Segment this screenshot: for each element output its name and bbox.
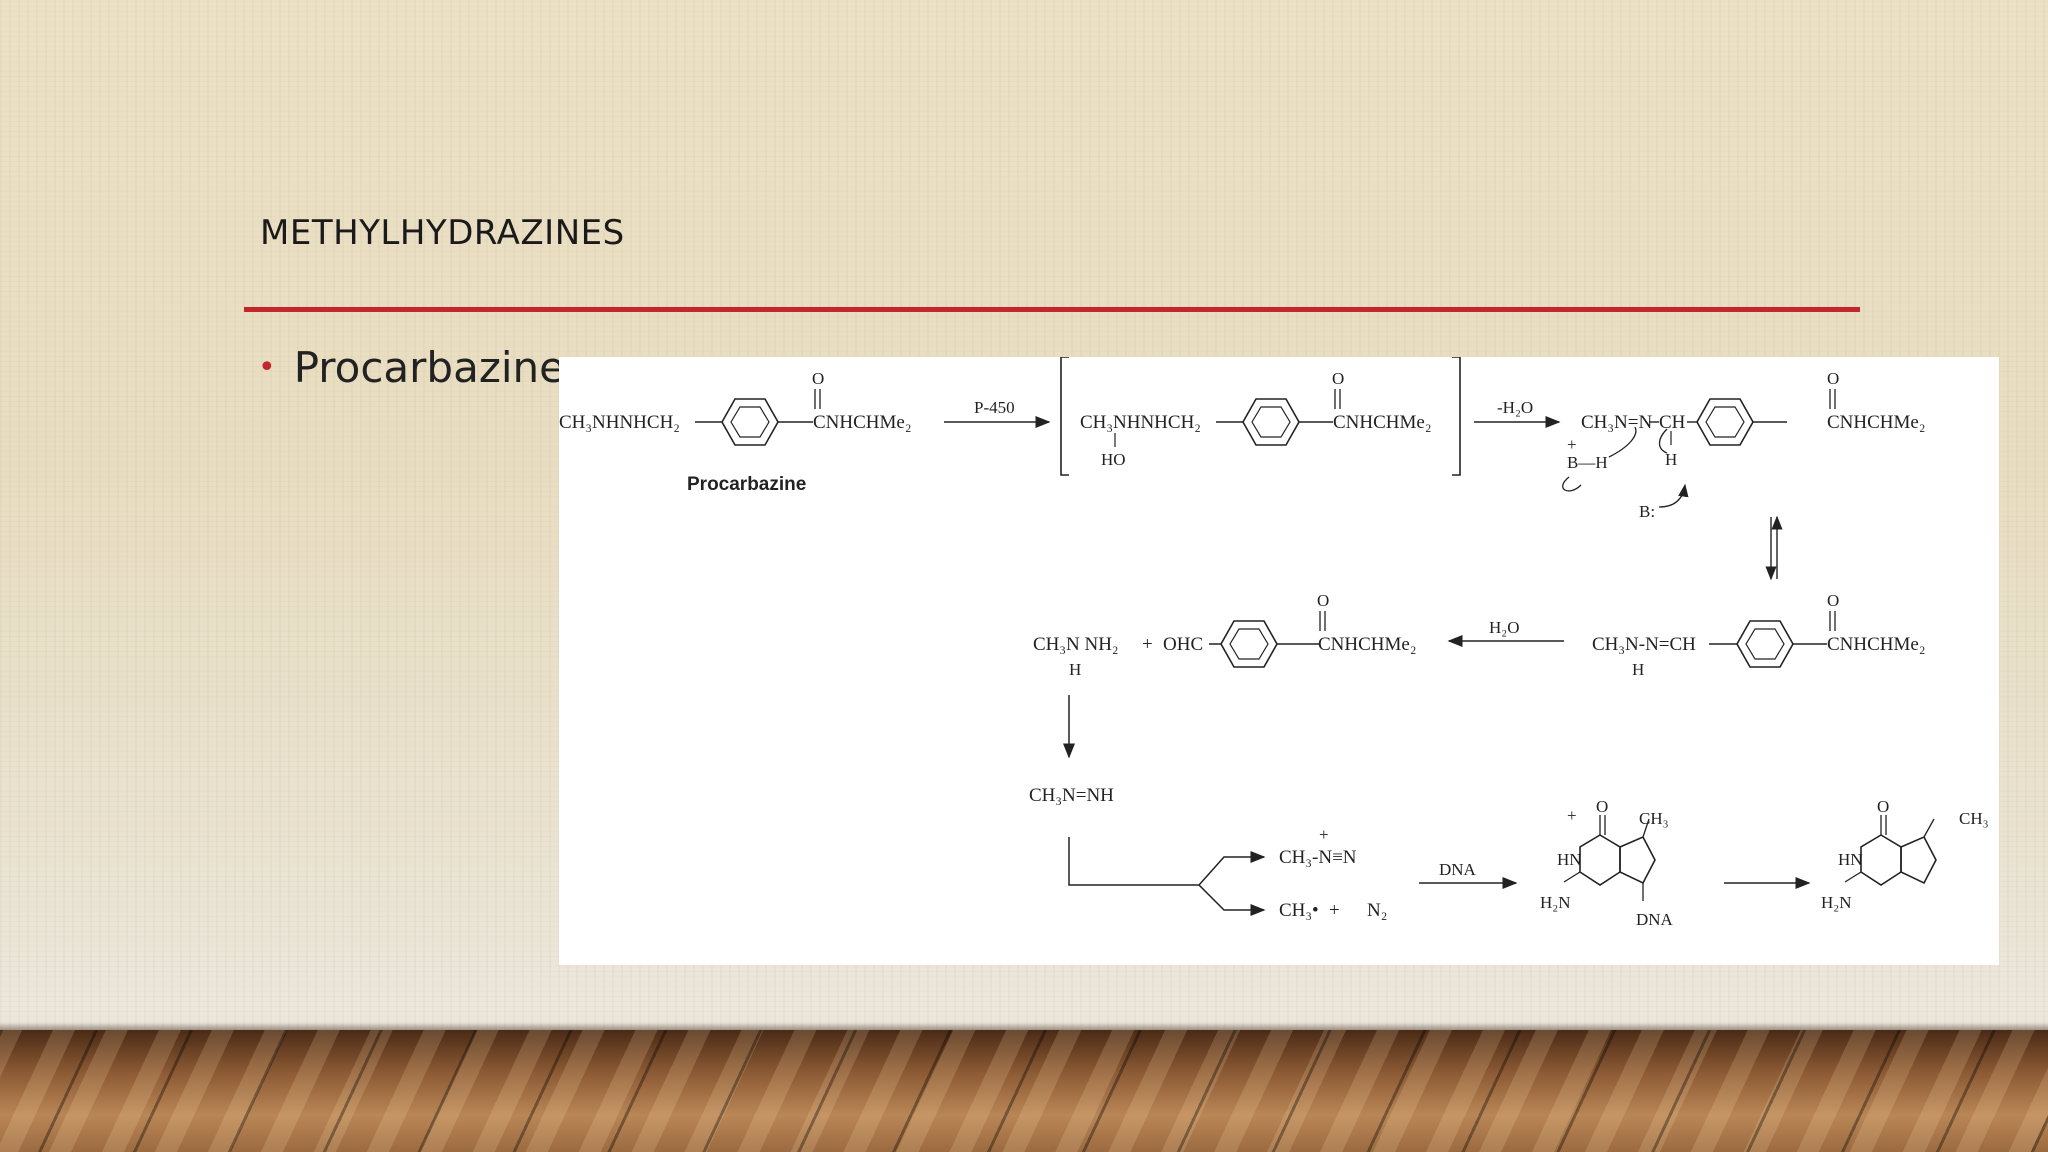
base-b: B:: [1639, 502, 1655, 521]
minus-water-label: -H₂O: [1497, 398, 1533, 417]
benzene-ring-1: [721, 398, 779, 446]
diazonium-plus: +: [1319, 825, 1329, 844]
guanine-hn-1: HN: [1557, 850, 1582, 869]
amide-2: CNHCHMe₂: [1333, 412, 1431, 433]
guanine-hn-2: HN: [1838, 850, 1863, 869]
plus-sign-2: +: [1329, 900, 1340, 921]
slide-title: METHYLHYDRAZINES: [260, 213, 625, 253]
equilibrium-arrows: [1765, 515, 1783, 581]
wooden-floor: [0, 1030, 2048, 1152]
carbonyl-o-3: O: [1827, 369, 1839, 388]
floor-shadow: [0, 1022, 2048, 1032]
base-plus: +: [1567, 435, 1577, 454]
branch-arrow-upper: [1068, 837, 1266, 886]
benzene-ring-3: [1696, 398, 1754, 446]
bracket-right: [1452, 357, 1461, 476]
bullet-dot-icon: •: [258, 350, 276, 385]
procarbazine-label: Procarbazine: [687, 474, 806, 495]
hydrazone-formula: CH₃N-N=CH: [1592, 634, 1696, 655]
azo-ch: CH: [1659, 412, 1686, 433]
guanine-ch3-1: CH₃: [1639, 809, 1669, 828]
title-underline: [244, 307, 1860, 312]
base-bh: B—H: [1567, 453, 1608, 472]
carbonyl-o-5: O: [1317, 591, 1329, 610]
benzene-ring-2: [1242, 398, 1300, 446]
amide-3: CNHCHMe₂: [1827, 412, 1925, 433]
curved-arrow-3: [1658, 428, 1668, 454]
reaction-scheme-svg: CH₃NHNHCH₂ O CNHCHMe₂ Procarbazine P-450…: [559, 357, 1989, 929]
diazonium-ion: CH₃-N≡N: [1279, 847, 1357, 868]
methyl-radical: CH₃•: [1279, 900, 1319, 921]
azo-formula: CH₃N=N: [1581, 412, 1652, 433]
methyldiazene: CH₃N=NH: [1029, 785, 1114, 806]
carbonyl-o-4: O: [1827, 591, 1839, 610]
dna-arrow-label: DNA: [1439, 860, 1477, 879]
carbonyl-o-2: O: [1332, 369, 1344, 388]
bracket-left: [1060, 357, 1069, 476]
guanine-ch3-2: CH₃: [1959, 809, 1989, 828]
curved-arrow-1: [1562, 476, 1582, 492]
methylhydrazine-h: H: [1069, 660, 1081, 679]
hydroxyl-ho: HO: [1101, 450, 1126, 469]
guanine-o-1: O: [1596, 797, 1608, 816]
guanine-o-2: O: [1877, 797, 1889, 816]
methylguanine-product: [1844, 815, 1937, 886]
amide-5: CNHCHMe₂: [1318, 634, 1416, 655]
nitrogen-gas: N₂: [1367, 900, 1387, 921]
bullet-item: • Procarbazine: [258, 343, 565, 392]
water-label: H₂O: [1489, 618, 1519, 637]
reaction-scheme-figure: CH₃NHNHCH₂ O CNHCHMe₂ Procarbazine P-450…: [559, 357, 1999, 965]
curved-arrow-4: [1658, 483, 1689, 508]
guanine-plus: +: [1567, 806, 1577, 825]
amide-1: CNHCHMe₂: [813, 412, 911, 433]
guanine-h2n-2: H₂N: [1821, 893, 1851, 912]
plus-sign: +: [1142, 634, 1153, 655]
guanine-h2n-1: H₂N: [1540, 893, 1570, 912]
procarbazine-formula: CH₃NHNHCH₂: [559, 412, 680, 433]
amide-4: CNHCHMe₂: [1827, 634, 1925, 655]
azo-h: H: [1665, 450, 1677, 469]
guanine-dna: DNA: [1636, 910, 1674, 929]
aldehyde-group: OHC: [1163, 634, 1203, 655]
benzene-ring-5: [1220, 620, 1278, 668]
carbonyl-o-1: O: [812, 369, 824, 388]
hydroxyl-intermediate: CH₃NHNHCH₂: [1080, 412, 1201, 433]
bullet-text: Procarbazine: [293, 343, 566, 392]
p450-label: P-450: [974, 398, 1015, 417]
methylguanine-adduct: [1563, 815, 1656, 901]
methylhydrazine: CH₃N NH₂: [1033, 634, 1119, 655]
hydrazone-h: H: [1632, 660, 1644, 679]
curved-arrow-2: [1608, 426, 1637, 458]
benzene-ring-4: [1736, 620, 1794, 668]
branch-arrow-lower: [1198, 884, 1266, 916]
